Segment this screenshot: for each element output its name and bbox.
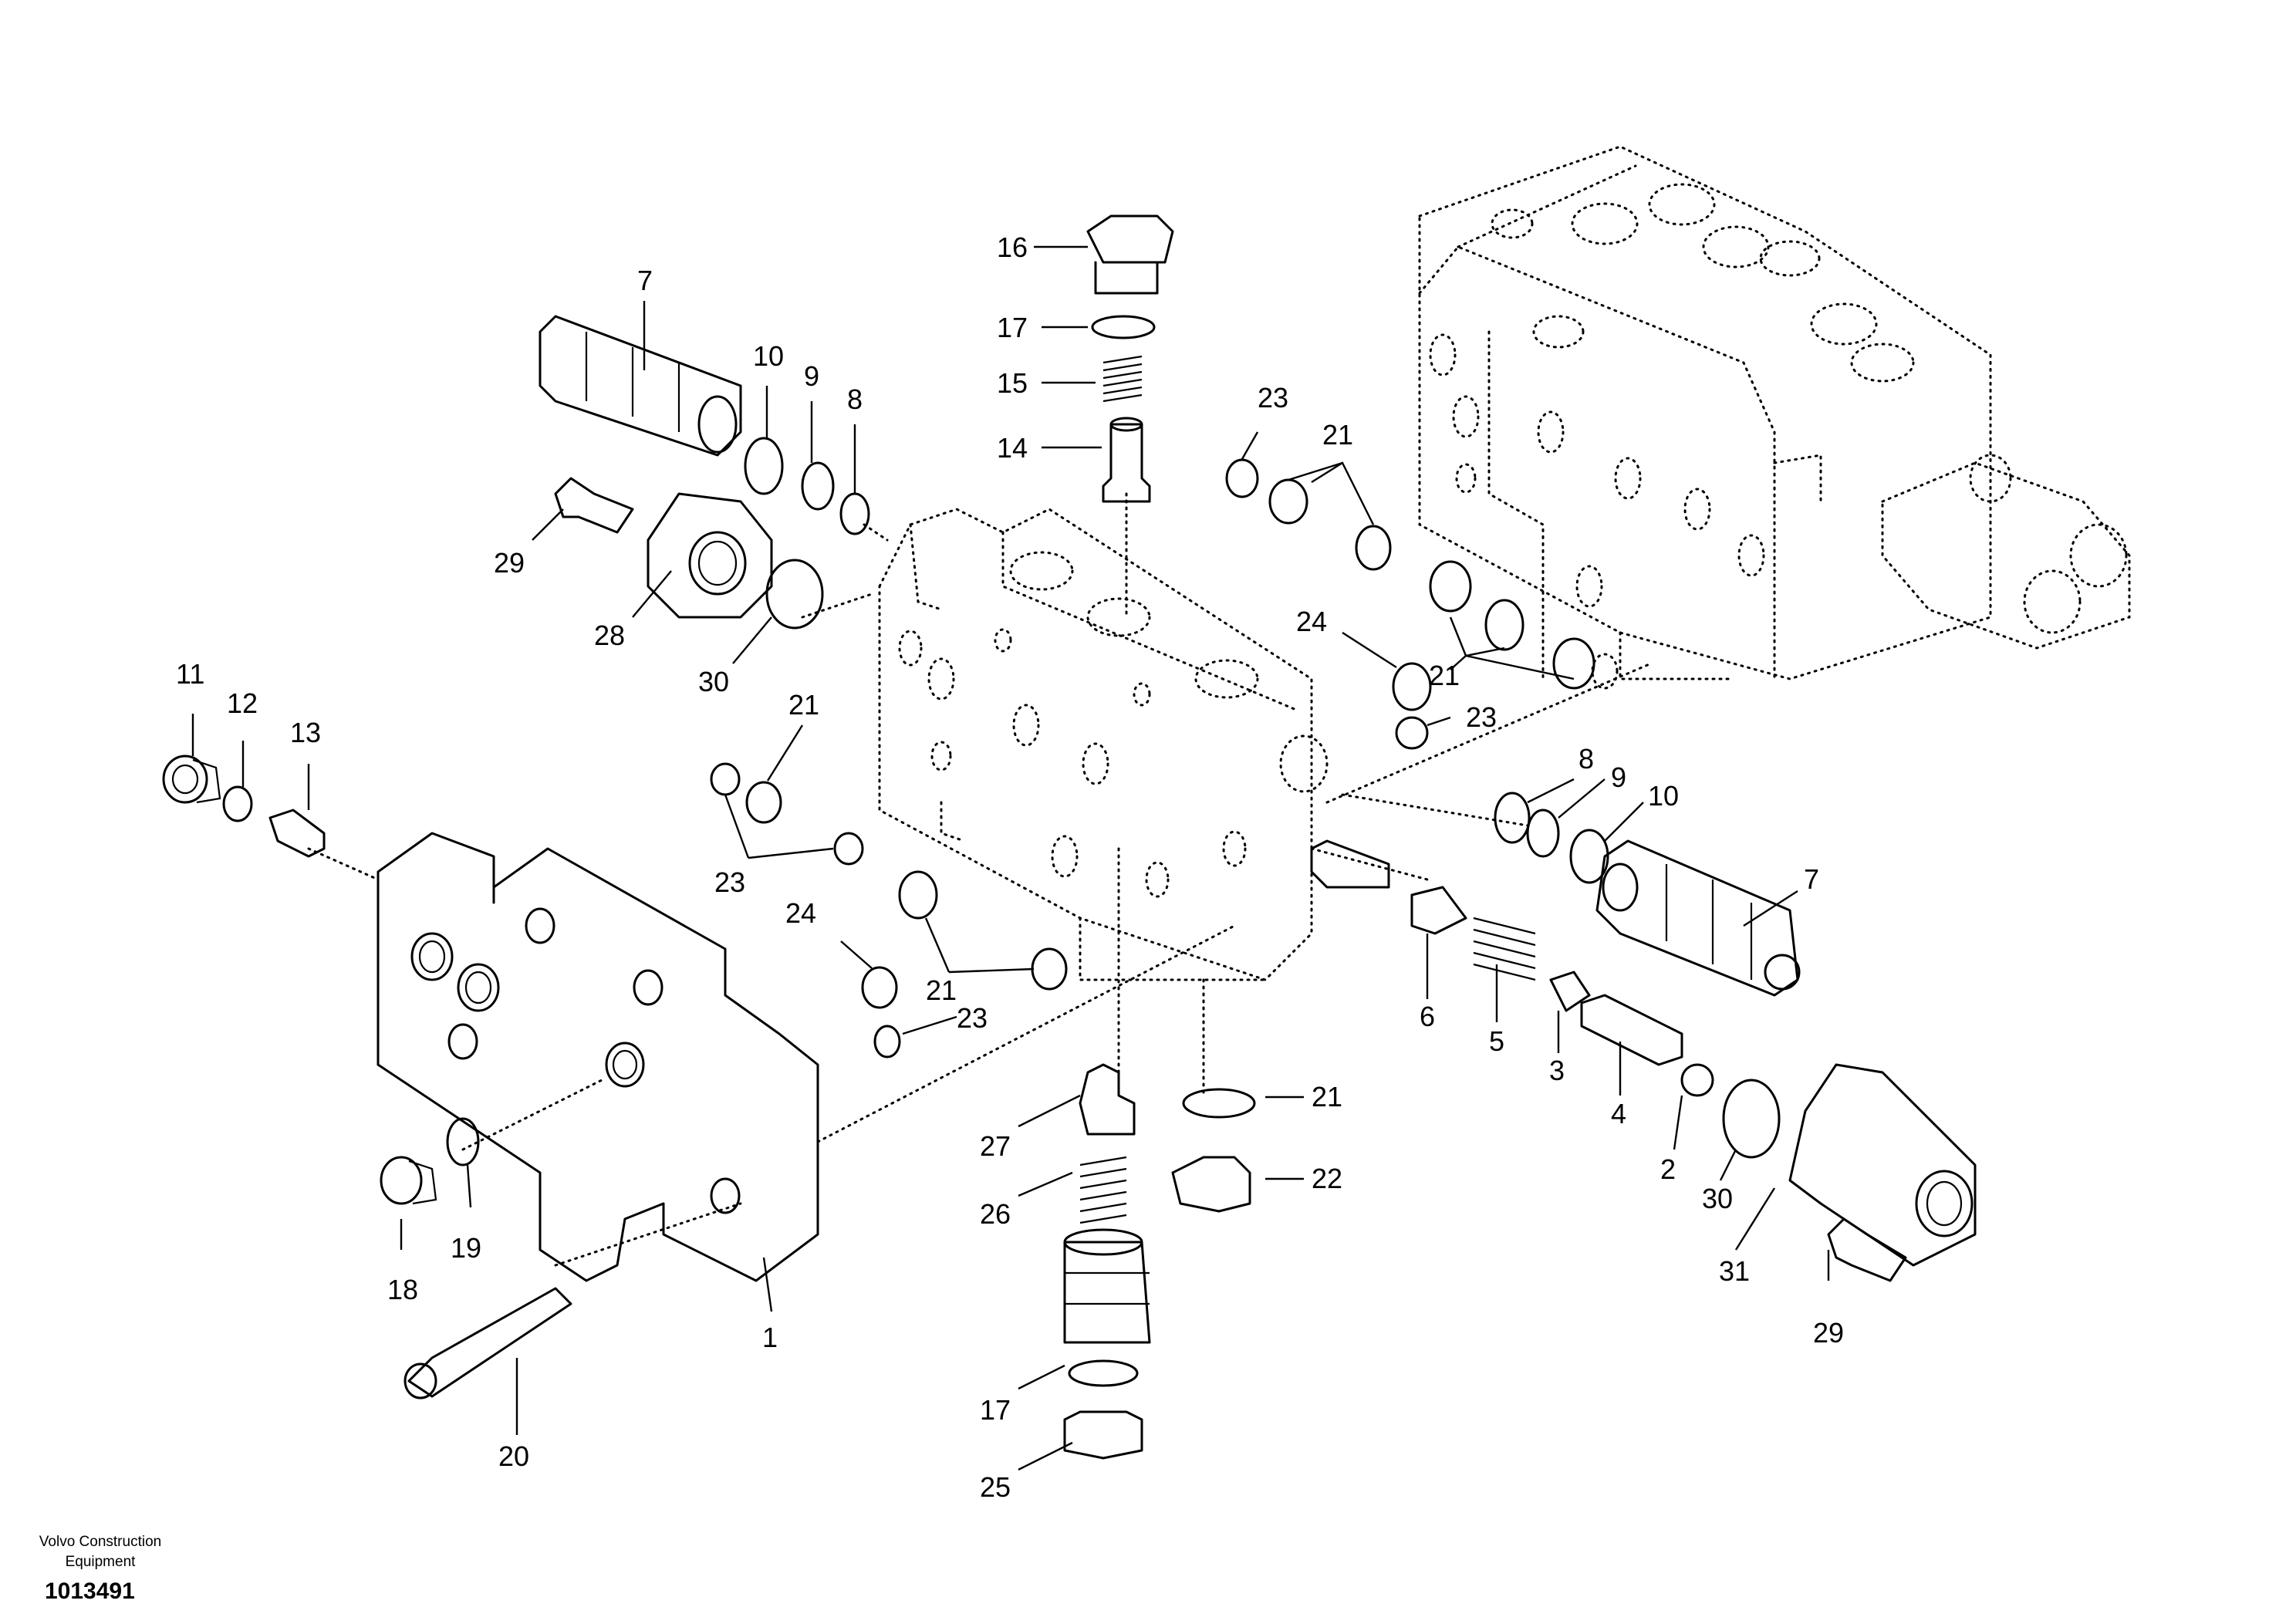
valve-section-outline [878, 508, 1329, 981]
callout-10-lower: 10 [1648, 780, 1679, 812]
callout-4: 4 [1611, 1098, 1626, 1129]
o-ring-8-lower [1494, 792, 1531, 844]
drawing-number: 1013491 [45, 1578, 135, 1604]
callout-labels: 16 17 15 14 7 10 9 8 29 28 30 23 21 24 2… [176, 231, 1844, 1503]
o-ring-10-upper [744, 437, 784, 495]
callout-24-left: 24 [785, 897, 816, 929]
lower-stack-parts [1063, 1063, 1256, 1460]
spool-parts [1310, 839, 1714, 1097]
callout-22: 22 [1312, 1163, 1342, 1194]
flange-lower [1788, 1063, 1977, 1267]
callout-31: 31 [1719, 1255, 1750, 1287]
poppet-14 [1102, 417, 1151, 503]
o-ring-17-top [1091, 315, 1156, 339]
callout-30-upper: 30 [698, 666, 729, 697]
callout-15: 15 [997, 367, 1028, 399]
o-ring-30-upper [765, 559, 824, 630]
callout-13: 13 [290, 717, 321, 748]
callout-28: 28 [594, 620, 625, 651]
plug-13 [268, 809, 326, 858]
callout-17-bottom: 17 [980, 1394, 1011, 1426]
callout-2: 2 [1660, 1153, 1676, 1185]
callout-19: 19 [451, 1232, 481, 1264]
leader-lines [191, 245, 1830, 1471]
callout-23-middle: 23 [714, 866, 745, 898]
callout-26: 26 [980, 1198, 1011, 1230]
callout-3: 3 [1549, 1055, 1565, 1086]
callout-8-upper: 8 [847, 383, 863, 415]
o-ring-30-lower [1722, 1079, 1781, 1159]
callout-30-lower: 30 [1702, 1183, 1733, 1214]
o-ring-8-upper [839, 492, 870, 535]
callout-1: 1 [762, 1322, 778, 1353]
callout-9-lower: 9 [1611, 761, 1626, 793]
o-ring-19 [446, 1117, 480, 1167]
bolt-29-upper [554, 477, 634, 534]
callout-23-lower: 23 [957, 1002, 988, 1034]
callout-11: 11 [176, 658, 204, 690]
callout-6: 6 [1420, 1001, 1435, 1032]
callout-25: 25 [980, 1471, 1011, 1503]
bolt-29-lower [1827, 1217, 1907, 1282]
callout-21-bottom: 21 [1312, 1081, 1342, 1112]
bolt-20 [403, 1287, 572, 1399]
callout-23-topright: 23 [1258, 382, 1288, 414]
callout-14: 14 [997, 432, 1028, 464]
plug-18 [380, 1156, 437, 1205]
plug-11 [162, 755, 221, 804]
o-ring-10-lower [1569, 829, 1609, 884]
assembly-lines [307, 492, 1653, 1267]
o-ring-12 [222, 785, 253, 822]
publisher-line-1: Volvo Construction [39, 1534, 162, 1550]
relief-valve-upper [539, 315, 742, 457]
relief-valve-lower [1595, 839, 1801, 997]
callout-17-top: 17 [997, 312, 1028, 343]
backup-ring-9-upper [801, 461, 835, 511]
callout-8-lower: 8 [1578, 743, 1594, 775]
flange-upper [647, 492, 773, 619]
main-valve-block-outline [1418, 145, 2131, 690]
callout-23-right: 23 [1466, 701, 1497, 733]
callout-16: 16 [997, 231, 1028, 263]
callout-29-lower: 29 [1813, 1317, 1844, 1349]
callout-7-lower: 7 [1804, 863, 1819, 895]
callout-21-right: 21 [1429, 660, 1460, 691]
callout-10-upper: 10 [753, 340, 784, 372]
callout-21-middle: 21 [788, 689, 819, 721]
callout-27: 27 [980, 1130, 1011, 1162]
plug-top [1086, 214, 1174, 295]
callout-21-topright: 21 [1322, 419, 1353, 451]
callout-5: 5 [1489, 1025, 1504, 1057]
spring-15-top [1102, 355, 1143, 403]
callout-18: 18 [387, 1274, 418, 1305]
callout-7-upper: 7 [637, 265, 653, 296]
callout-21-lower: 21 [926, 974, 957, 1006]
end-cover-plate [376, 832, 819, 1282]
callout-20: 20 [498, 1440, 529, 1472]
callout-24-right: 24 [1296, 606, 1327, 637]
publisher-line-2: Equipment [65, 1554, 136, 1570]
backup-ring-9-lower [1526, 809, 1560, 858]
callout-29-upper: 29 [494, 547, 525, 579]
callout-12: 12 [227, 687, 258, 719]
callout-9-upper: 9 [804, 360, 819, 392]
publisher-label: Volvo Construction Equipment [15, 1532, 185, 1572]
orings-21-23-24 [710, 458, 1595, 1058]
